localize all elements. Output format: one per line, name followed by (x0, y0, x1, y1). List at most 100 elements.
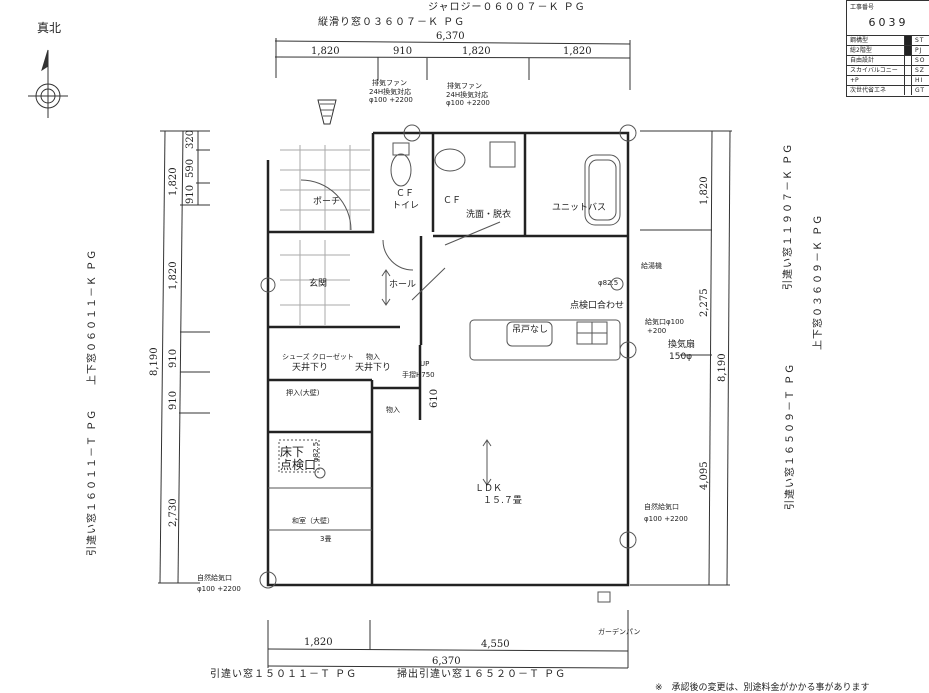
room-label-storage-ceiling: 天井下り (355, 363, 392, 373)
garden-pan (597, 591, 611, 603)
exhaust-fan-sub: 24H換気対応 (369, 88, 412, 96)
toilet-door-swing (382, 239, 414, 271)
kitchen-cabinet-label: 吊戸なし (512, 325, 549, 335)
room-label-storage: 物入 (366, 353, 380, 361)
natural-vent-right-label: 自然給気口 (644, 503, 679, 511)
room-label-hall: ホール (389, 280, 417, 290)
job-row-code: PJ (915, 47, 923, 54)
supply-vent-label: 給気口φ100 (645, 318, 684, 326)
dimension-label: 6,370 (436, 31, 465, 42)
dimension-label: 1,820 (168, 167, 179, 196)
sink-fixture (434, 148, 466, 172)
exhaust-fan-sub: 24H換気対応 (446, 91, 489, 99)
room-label-toilet: トイレ (392, 201, 420, 211)
underfloor-label: 床下 (280, 445, 305, 459)
inspect-dim-label: φ82.5 (598, 279, 619, 287)
room-label-wash: 洗面・脱衣 (466, 210, 512, 220)
bathtub (584, 154, 621, 226)
room-label-toilet-cf: ＣＦ (396, 189, 415, 199)
exhaust-fan-title: 排気ファン (447, 82, 482, 90)
window-label: 上下窓０６０１１－Ｋ ＰＧ (87, 248, 98, 385)
job-row-code: SZ (915, 67, 925, 74)
dimension-label: 8,190 (149, 347, 160, 376)
job-row-label: 鋼構型 (847, 36, 905, 45)
window-label: 引違い窓１６０１１－Ｔ ＰＧ (87, 408, 98, 556)
job-row: スカイバルコニー SZ (847, 65, 929, 75)
job-row-code: SO (915, 57, 926, 64)
job-row-label: 自由設計 (847, 56, 905, 65)
job-row-label: スカイバルコニー (847, 66, 905, 75)
entrance-marker-hatch (320, 103, 334, 117)
left-dimension-lines (158, 130, 210, 584)
fan-spec: 150φ (669, 352, 693, 362)
room-label-bath: ユニットバス (552, 203, 607, 213)
fan-label: 換気扇 (668, 340, 696, 350)
job-number: 6039 (868, 16, 909, 29)
exhaust-fan-spec: φ100 +2200 (369, 96, 413, 104)
porch-tiles (280, 145, 370, 325)
job-row-label: 次世代省エネ (847, 86, 905, 95)
bottom-dimension-lines (267, 610, 629, 669)
garden-pan-label: ガーデンパン (598, 628, 641, 636)
entrance-door-swing (300, 179, 352, 231)
dimension-label: 1,820 (699, 176, 710, 205)
dimension-label: 590 (185, 158, 196, 178)
job-row-code: HI (915, 77, 924, 84)
stair-up-label: UP (420, 360, 430, 368)
dimension-label: 910 (185, 184, 196, 204)
job-row-code: ST (915, 37, 925, 44)
exhaust-fan-spec: φ100 +2200 (446, 99, 490, 107)
room-label-washitsu: 和室（大壁） (292, 517, 334, 525)
window-label: 縦滑り窓０３６０７－Ｋ ＰＧ (318, 17, 466, 28)
exhaust-fan-title: 排気ファン (372, 79, 407, 87)
underfloor-inspect-label: 点検口 (280, 458, 317, 472)
job-row: 鋼構型 ST (847, 35, 929, 45)
room-label-entrance: 玄関 (309, 279, 328, 289)
dimension-label: 910 (168, 348, 179, 368)
job-row: 総2階型 PJ (847, 45, 929, 55)
walls (266, 131, 630, 587)
room-label-ldk: ＬＤＫ (475, 484, 503, 494)
toilet-fixture (390, 153, 412, 187)
room-label-porch: ポーチ (313, 197, 341, 207)
dimension-label: 1,820 (168, 261, 179, 290)
window-label: 掃出引違い窓１６５２０－Ｔ ＰＧ (397, 669, 567, 680)
room-label-storage3: 物入 (386, 406, 400, 414)
job-row-label: 総2階型 (847, 46, 905, 55)
dimension-label: 1,820 (311, 46, 340, 57)
dimension-label: 610 (429, 388, 440, 408)
dimension-label: 910 (168, 390, 179, 410)
room-label-oshiire: 押入(大壁) (286, 389, 320, 397)
window-label: ジャロジー０６００７－Ｋ ＰＧ (428, 2, 586, 13)
natural-vent-left-spec: φ100 +2200 (197, 585, 241, 593)
handrail-label: 手摺H750 (402, 371, 435, 379)
job-row-check (905, 46, 912, 55)
job-header: 工事番号 (850, 4, 875, 11)
window-label: 引違い窓１５０１１－Ｔ ＰＧ (210, 669, 358, 680)
dimension-label: 6,370 (432, 656, 461, 667)
kitchen-counter (469, 319, 621, 361)
room-label-wash-cf: ＣＦ (443, 196, 462, 206)
top-dimension-lines (274, 38, 631, 90)
room-label-shoes: シューズ クローゼット (282, 353, 354, 361)
underfloor-dim: φ82.5 (312, 441, 320, 462)
window-label: 引違い窓１６５０９－Ｔ ＰＧ (785, 362, 796, 510)
natural-vent-left-label: 自然給気口 (197, 574, 232, 582)
room-label-washitsu-size: 3畳 (320, 535, 332, 543)
job-row-check (905, 76, 912, 85)
natural-vent-right-spec: φ100 +2200 (644, 515, 688, 523)
job-row-check (905, 56, 912, 65)
job-row-code: GT (915, 87, 926, 94)
supply-vent-spec: +200 (647, 327, 667, 335)
job-row-check (905, 86, 912, 95)
north-label: 真北 (37, 21, 62, 35)
right-dimension-lines (630, 130, 732, 586)
north-compass-icon (28, 49, 68, 118)
job-info-table: 工事番号 6039 鋼構型 ST 総2階型 PJ 自由設計 SO スカイバルコニー SZ… (846, 0, 929, 97)
dimension-label: 910 (393, 46, 413, 57)
window-label: 上下窓０３６０９－Ｋ ＰＧ (813, 213, 824, 350)
room-label-ldk-size: １５.７畳 (483, 496, 522, 506)
dimension-label: 1,820 (462, 46, 491, 57)
